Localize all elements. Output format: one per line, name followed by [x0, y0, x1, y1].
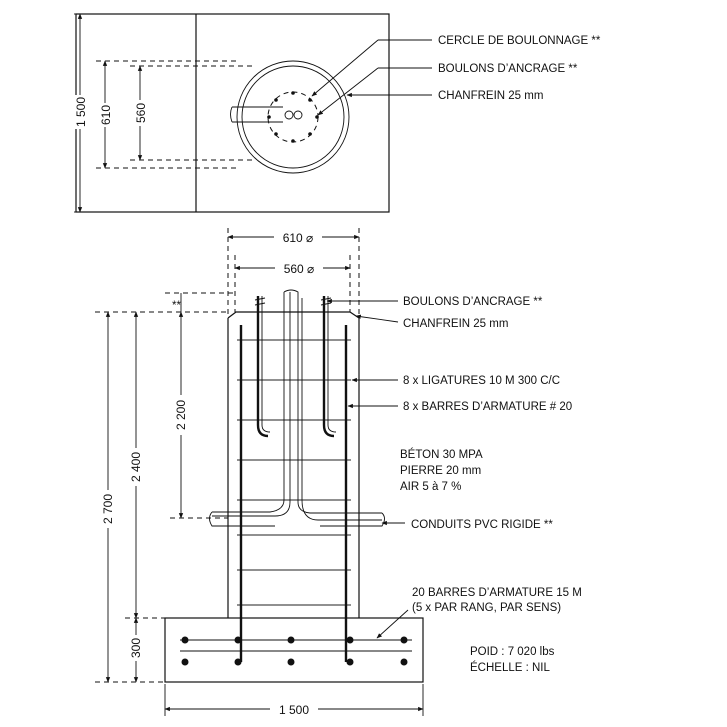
elevation-anchor-bolts	[254, 296, 337, 438]
elev-dim-top-outer: 610 ⌀	[283, 231, 314, 245]
note-weight: POID : 7 020 lbs	[470, 646, 555, 658]
plan-label-bolt-circle: CERCLE DE BOULONNAGE **	[438, 35, 601, 47]
plan-dimensions	[74, 13, 252, 213]
elev-label-footing-bars-detail: (5 x PAR RANG, PAR SENS)	[412, 602, 561, 614]
column-ties	[237, 339, 351, 606]
plan-label-chamfer: CHANFREIN 25 mm	[438, 90, 543, 102]
plan-conduits	[230, 106, 303, 123]
elev-label-conduits: CONDUITS PVC RIGIDE **	[411, 519, 553, 531]
elev-dim-embedded-height: 2 200	[174, 400, 188, 430]
elev-dim-column-height: 2 400	[129, 452, 143, 482]
elev-label-footing-bars: 20 BARRES D’ARMATURE 15 M	[412, 587, 582, 599]
elev-dim-footing-height: 300	[129, 638, 143, 658]
elevation-conduits	[209, 289, 385, 527]
footing-outline	[164, 617, 424, 683]
column-bars	[239, 325, 348, 662]
elevation-top-dimensions	[227, 228, 360, 318]
elev-spec-concrete: BÉTON 30 MPA	[400, 448, 483, 461]
note-scale: ÉCHELLE : NIL	[470, 661, 550, 674]
footing-rebar	[180, 636, 412, 666]
elev-spec-air: AIR 5 à 7 %	[400, 481, 461, 493]
elev-spec-stone: PIERRE 20 mm	[400, 465, 481, 477]
elevation-left-dimensions	[95, 292, 235, 683]
elev-dim-footing-width: 1 500	[279, 703, 309, 717]
elevation-bottom-dimension	[164, 684, 424, 716]
elev-dim-total-height: 2 700	[101, 494, 115, 524]
elev-label-chamfer: CHANFREIN 25 mm	[403, 318, 508, 330]
plan-chamfer-circle	[241, 65, 345, 169]
plan-view: 1 500 610 560 CERCLE DE BOULONNAGE ** BO…	[74, 13, 601, 213]
plan-dim-overall: 1 500	[74, 97, 88, 127]
elev-label-bars: 8 x BARRES D’ARMATURE # 20	[403, 401, 572, 413]
elev-label-ties: 8 x LIGATURES 10 M 300 C/C	[403, 375, 560, 387]
elev-label-anchor-bolts: BOULONS D’ANCRAGE **	[403, 296, 543, 308]
plan-outer-circle	[236, 60, 350, 174]
plan-label-anchor-bolts: BOULONS D’ANCRAGE **	[438, 63, 578, 75]
elev-dim-top-inner: 560 ⌀	[284, 262, 315, 276]
elevation-view: 610 ⌀ 560 ⌀	[95, 228, 582, 717]
plan-dim-outer-diameter: 610	[99, 105, 113, 125]
plan-footing-outline	[75, 13, 390, 213]
plan-anchor-bolts	[267, 91, 319, 143]
column-outline	[227, 311, 360, 618]
elev-dim-bolt-projection: **	[172, 300, 181, 312]
plan-dim-inner-diameter: 560	[134, 103, 148, 123]
